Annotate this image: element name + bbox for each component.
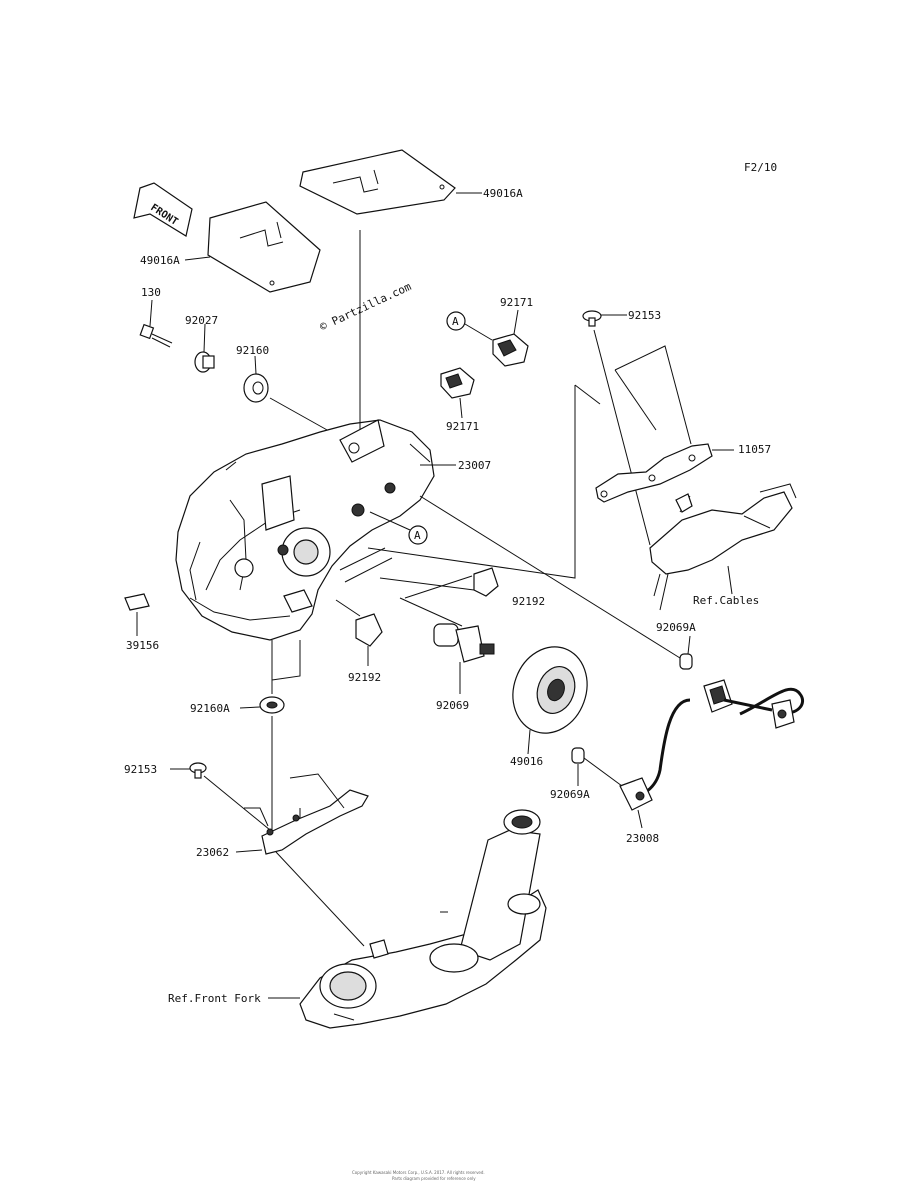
grommet-92160 xyxy=(243,355,346,441)
leader-lines-bracket xyxy=(367,345,692,579)
label-ref-cables: Ref.Cables xyxy=(693,594,759,607)
bracket-23062 xyxy=(235,773,369,947)
bulb-92069A-bottom xyxy=(571,747,623,787)
footer-line-2: Parts diagram provided for reference onl… xyxy=(392,1176,476,1181)
wire-harness xyxy=(629,679,805,802)
label-23007: 23007 xyxy=(458,459,491,472)
label-92153-left: 92153 xyxy=(124,763,157,776)
label-49016: 49016 xyxy=(510,755,543,768)
pad-39156 xyxy=(124,593,150,636)
leader-92069A xyxy=(419,495,681,659)
cable-stay-ref xyxy=(649,483,797,611)
label-92069: 92069 xyxy=(436,699,469,712)
label-23062: 23062 xyxy=(196,846,229,859)
label-92153-top: 92153 xyxy=(628,309,661,322)
headlight-housing-23007 xyxy=(175,230,456,641)
label-92069A-bottom: 92069A xyxy=(550,788,590,801)
label-92192-left: 92192 xyxy=(348,671,381,684)
bulb-cap-92192-left xyxy=(335,547,393,666)
label-49016A-left: 49016A xyxy=(140,254,180,267)
collar-92027 xyxy=(194,323,215,373)
screw-92153-left xyxy=(170,762,271,831)
label-92160: 92160 xyxy=(236,344,269,357)
svg-text:A: A xyxy=(414,529,421,542)
bulb-92069 xyxy=(399,597,495,694)
dust-cover-49016 xyxy=(512,646,588,755)
label-92171-upper: 92171 xyxy=(500,296,533,309)
bulb-92069A-top xyxy=(679,635,693,670)
bulb-cap-92192-right xyxy=(379,567,499,599)
svg-text:A: A xyxy=(452,315,459,328)
label-130: 130 xyxy=(141,286,161,299)
label-92171-lower: 92171 xyxy=(446,420,479,433)
callout-A-upper: A xyxy=(446,311,493,341)
gasket-49016A-top xyxy=(299,149,482,215)
label-ref-front-fork: Ref.Front Fork xyxy=(168,992,261,1005)
grommet-92160A xyxy=(239,640,301,830)
steering-stem-ref xyxy=(268,809,547,1029)
socket-92171-lower xyxy=(440,367,475,419)
footer-line-1: Copyright Kawasaki Motors Corp., U.S.A. … xyxy=(352,1170,485,1175)
socket-92171-upper xyxy=(492,309,529,367)
front-arrow-icon: FRONT xyxy=(133,182,193,237)
bracket-11057 xyxy=(595,443,734,503)
label-92069A-top: 92069A xyxy=(656,621,696,634)
label-23008: 23008 xyxy=(626,832,659,845)
callout-A-lower: A xyxy=(369,511,428,545)
gasket-49016A-left xyxy=(184,201,321,293)
watermark: © Partzilla.com xyxy=(318,280,414,334)
label-92160A: 92160A xyxy=(190,702,230,715)
bolt-130 xyxy=(139,299,173,348)
figure-code: F2/10 xyxy=(744,161,777,174)
socket-23008 xyxy=(619,777,653,829)
label-11057: 11057 xyxy=(738,443,771,456)
screw-92153-top xyxy=(582,310,651,546)
label-39156: 39156 xyxy=(126,639,159,652)
label-92192-right: 92192 xyxy=(512,595,545,608)
label-92027: 92027 xyxy=(185,314,218,327)
label-49016A-top: 49016A xyxy=(483,187,523,200)
